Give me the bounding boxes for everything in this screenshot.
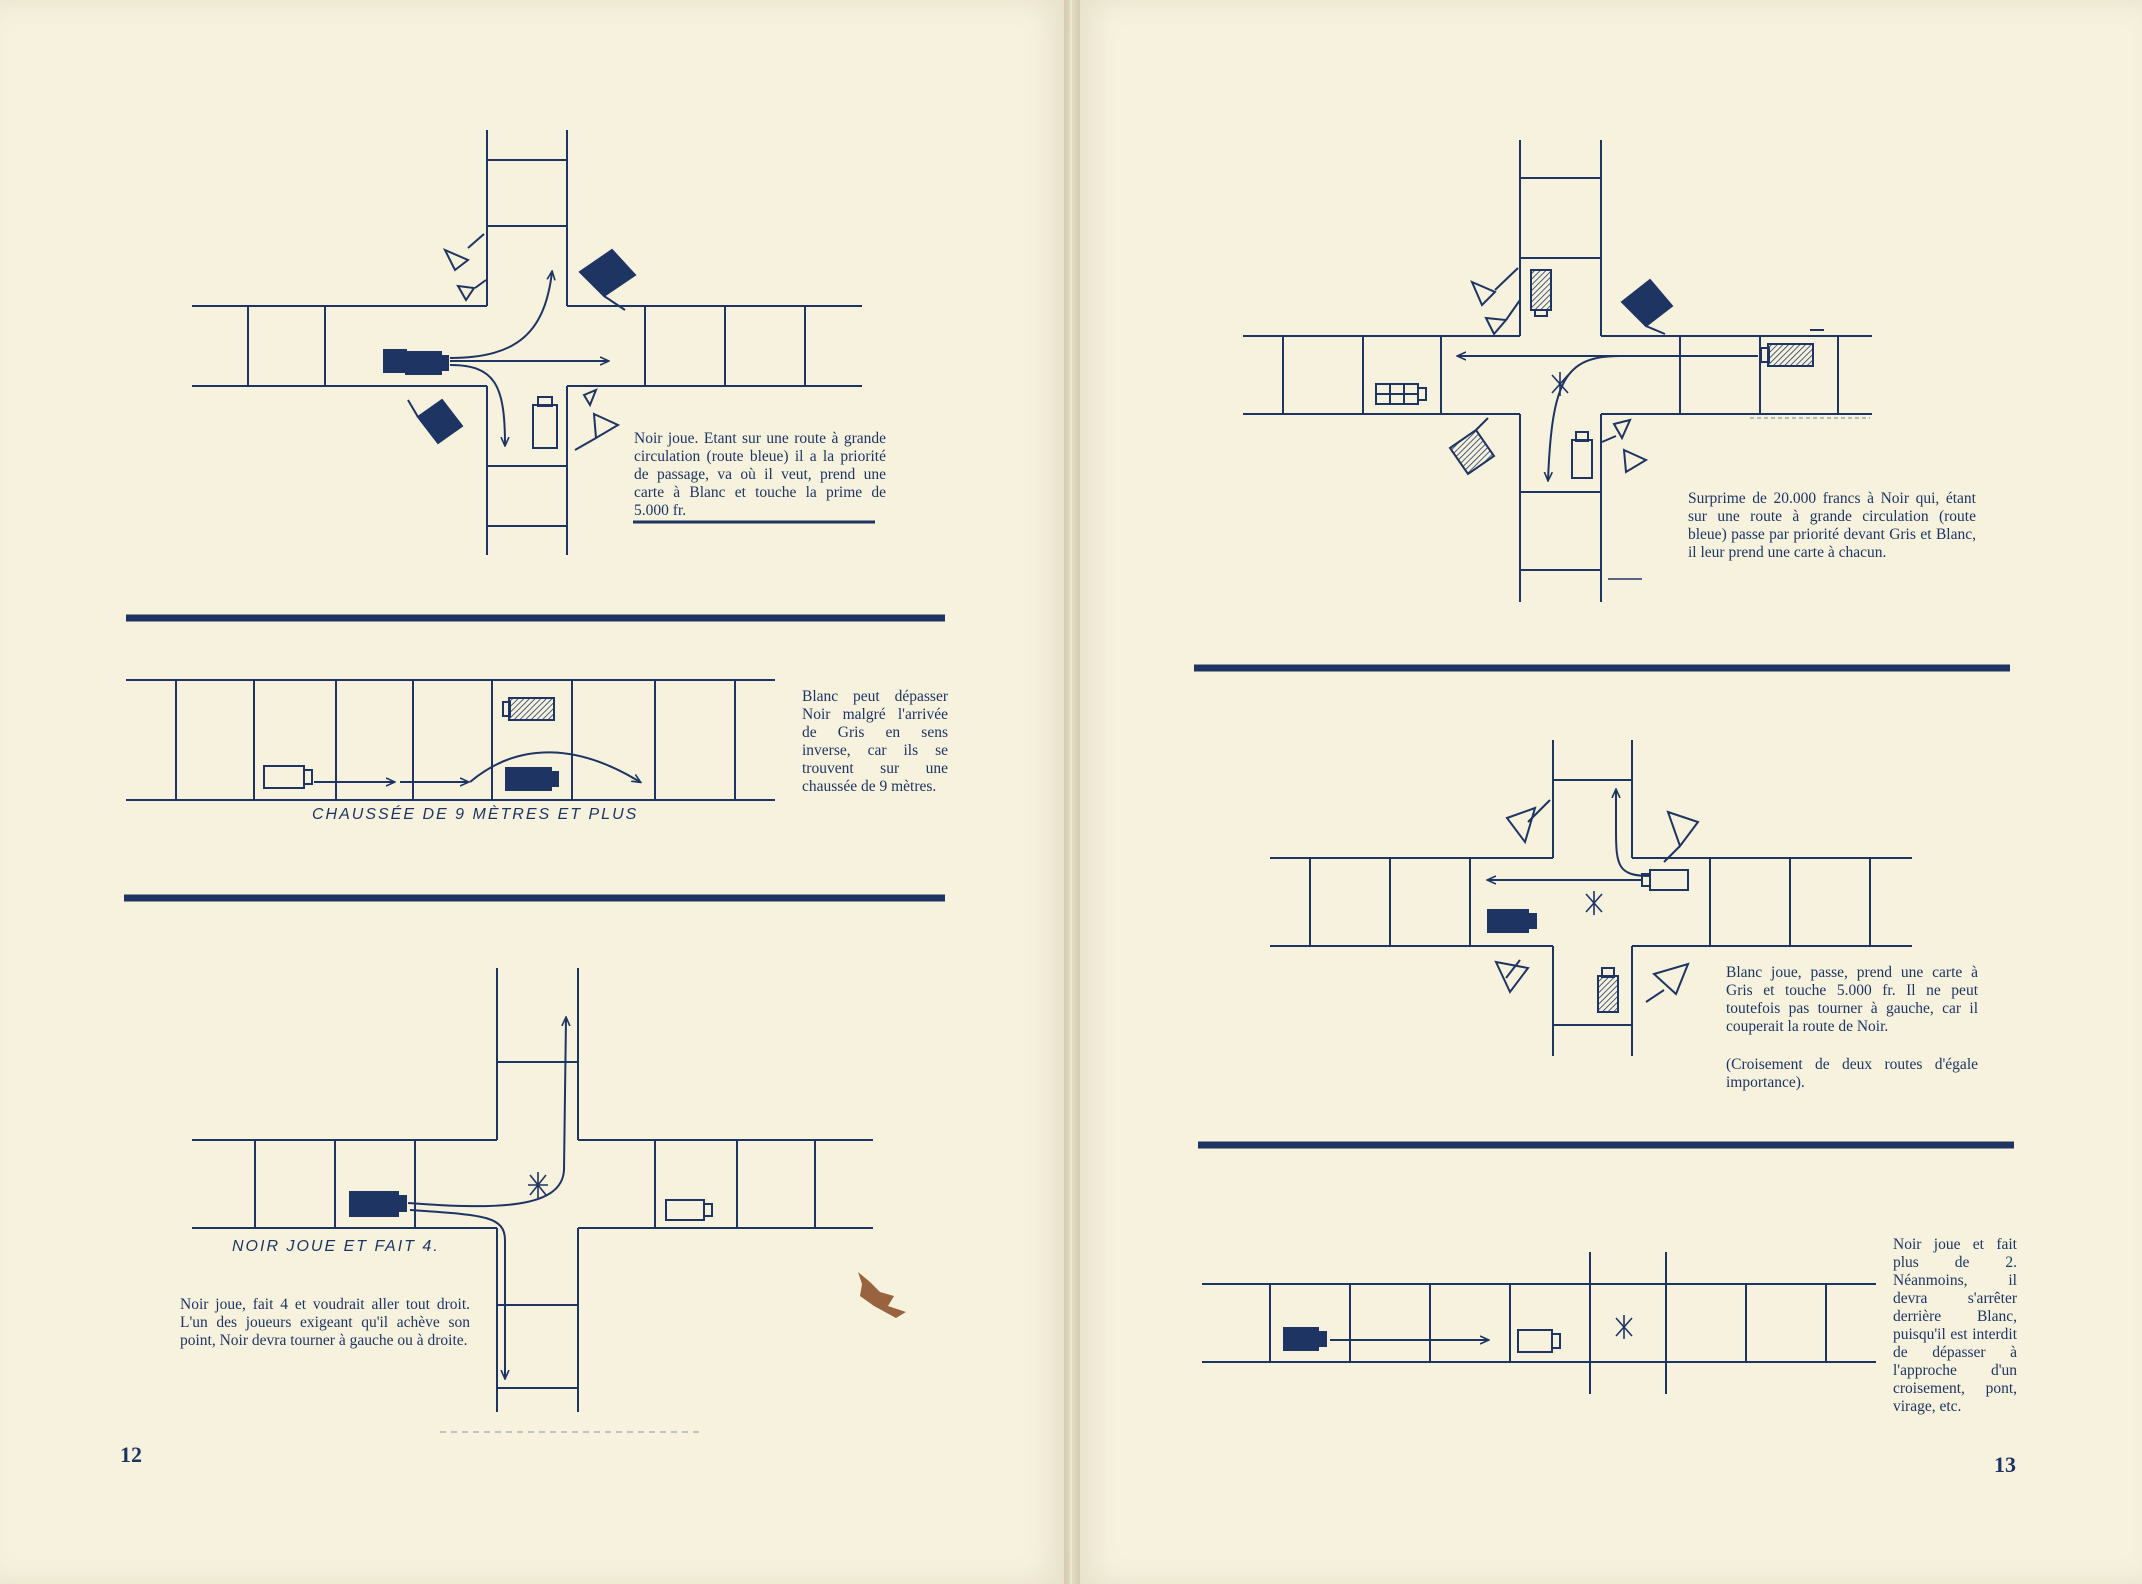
page-number-right: 13 bbox=[1994, 1452, 2016, 1477]
caption-right-1: Surprime de 20.000 francs à Noir qui, ét… bbox=[1688, 490, 1976, 561]
label-noir-joue: NOIR JOUE ET FAIT 4. bbox=[232, 1238, 440, 1255]
caption-left-3: Noir joue, fait 4 et voudrait aller tout… bbox=[180, 1296, 470, 1349]
left-page bbox=[0, 0, 1070, 1584]
paper-stain bbox=[858, 1272, 906, 1318]
diagram-l3-crossroad bbox=[192, 968, 873, 1433]
caption-left-1: Noir joue. Etant sur une route à grande … bbox=[634, 430, 886, 519]
caption-right-3: Noir joue et fait plus de 2. Néanmoins, … bbox=[1893, 1236, 2017, 1415]
caption-right-2: Blanc joue, passe, prend une carte à Gri… bbox=[1726, 964, 1978, 1035]
label-chaussee: CHAUSSÉE DE 9 MÈTRES ET PLUS bbox=[312, 806, 639, 823]
diagram-r3-road bbox=[1202, 1252, 1876, 1394]
book-gutter bbox=[1064, 0, 1080, 1584]
page-number-left: 12 bbox=[120, 1442, 142, 1467]
right-page bbox=[1072, 0, 2142, 1584]
caption-left-2: Blanc peut dépasser Noir malgré l'arrivé… bbox=[802, 688, 948, 795]
diagram-l2-road bbox=[126, 679, 775, 801]
diagram-l1-crossroad bbox=[192, 130, 875, 555]
caption-right-2-note: (Croisement de deux routes d'égale impor… bbox=[1726, 1056, 1978, 1091]
diagram-r1-crossroad bbox=[1243, 140, 1872, 602]
diagram-r2-crossroad bbox=[1270, 740, 1912, 1056]
